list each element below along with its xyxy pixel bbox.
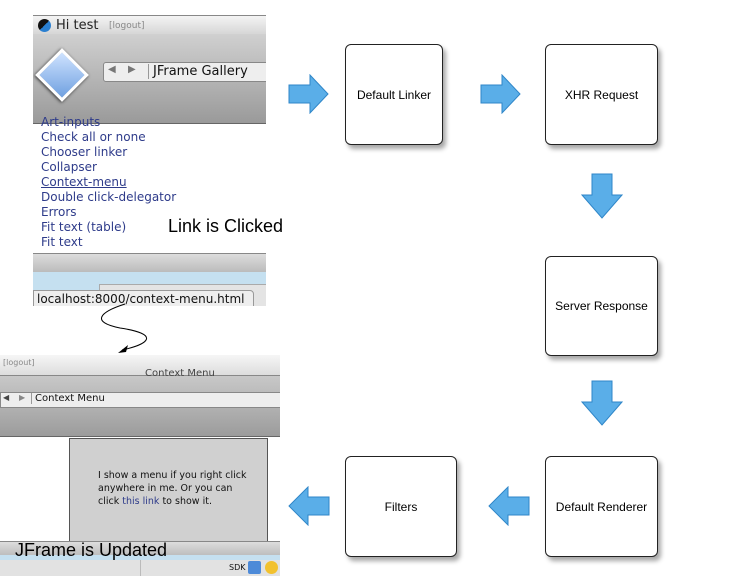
link-double-click[interactable]: Double click-delegator — [41, 190, 177, 204]
body-text-end: to show it. — [162, 496, 212, 507]
bottom-bar — [0, 541, 280, 556]
back-button[interactable]: ◀ — [3, 393, 10, 402]
forward-button[interactable]: ▶ — [19, 393, 26, 402]
arrow-left-icon — [288, 486, 330, 526]
window-title: JFrame Gallery — [148, 64, 248, 79]
arrow-down-icon — [581, 380, 623, 426]
curved-arrow — [101, 303, 147, 353]
window-header: ◀ ▶ JFrame Gallery — [33, 34, 266, 124]
logo-icon — [38, 19, 51, 32]
link-chooser-linker[interactable]: Chooser linker — [41, 145, 128, 159]
screenshot-gallery: Hi test [logout] ◀ ▶ JFrame Gallery Art-… — [33, 15, 266, 306]
app-icon[interactable] — [265, 561, 278, 574]
sdk-label: SDK — [229, 563, 246, 572]
filters-box: Filters — [345, 456, 457, 557]
default-renderer-label: Default Renderer — [555, 499, 648, 514]
xhr-request-label: XHR Request — [564, 87, 639, 102]
link-errors[interactable]: Errors — [41, 205, 77, 219]
default-renderer-box: Default Renderer — [545, 456, 658, 557]
nav-bar: ◀ ▶ Context Menu — [0, 392, 280, 408]
link-check-all[interactable]: Check all or none — [41, 130, 146, 144]
app-icon — [35, 48, 89, 102]
top-bar: Hi test [logout] — [33, 15, 266, 35]
body-text: I show a menu if you right click anywher… — [98, 470, 247, 507]
link-collapser[interactable]: Collapser — [41, 160, 97, 174]
logout-link[interactable]: [logout] — [3, 358, 35, 367]
greeting: Hi test — [56, 18, 99, 33]
server-response-label: Server Response — [555, 299, 648, 313]
arrow-down-icon — [581, 173, 623, 219]
default-linker-label: Default Linker — [356, 87, 432, 102]
arrow-left-icon — [488, 486, 530, 526]
dock: SDK — [0, 560, 280, 576]
link-fit-text[interactable]: Fit text — [41, 235, 83, 249]
link-art-inputs[interactable]: Art-inputs — [41, 115, 101, 129]
window-title: Context Menu — [31, 393, 105, 404]
link-fit-text-table[interactable]: Fit text (table) — [41, 220, 127, 234]
link-list: Art-inputs Check all or none Chooser lin… — [41, 115, 176, 250]
app-icon[interactable] — [248, 561, 261, 574]
caption-jframe-updated: JFrame is Updated — [15, 540, 168, 560]
arrow-right-icon — [288, 74, 329, 114]
default-linker-box: Default Linker — [345, 44, 443, 145]
this-link[interactable]: this link — [122, 496, 160, 507]
status-url: localhost:8000/context-menu.html — [33, 290, 254, 306]
bottom-bar — [33, 253, 266, 272]
link-context-menu[interactable]: Context-menu — [41, 175, 127, 189]
nav-bar: ◀ ▶ JFrame Gallery — [103, 62, 266, 82]
window-title-faded: Context Menu — [145, 368, 215, 379]
forward-button[interactable]: ▶ — [128, 64, 136, 75]
server-response-box: Server Response — [545, 256, 658, 356]
back-button[interactable]: ◀ — [108, 64, 116, 75]
context-menu-panel[interactable]: I show a menu if you right click anywher… — [69, 438, 268, 545]
xhr-request-box: XHR Request — [545, 44, 658, 145]
window-header: Context Menu ◀ ▶ Context Menu — [0, 368, 280, 437]
logout-link[interactable]: [logout] — [109, 21, 145, 31]
screenshot-context-menu: [logout] Context Menu ◀ ▶ Context Menu I… — [0, 355, 280, 576]
caption-link-clicked: Link is Clicked — [168, 216, 284, 236]
filters-label: Filters — [384, 499, 418, 514]
arrow-right-icon — [480, 74, 521, 114]
